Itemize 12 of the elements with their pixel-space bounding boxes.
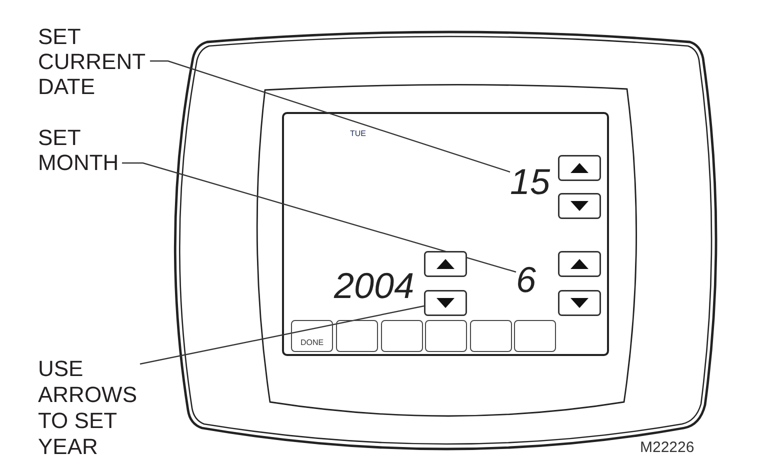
figure-number: M22226 [640,440,694,456]
lcd-digits: 15 [510,164,550,200]
soft-key: DONE [291,320,333,352]
leader-line [122,162,516,273]
callout-text: SET CURRENT DATE [38,24,150,98]
lcd-digits: 6 [516,262,536,298]
leader-line [150,60,510,173]
callout-text: SET MONTH [38,124,122,174]
day-label: TUE [350,129,366,139]
lcd-digits: 2004 [334,268,414,304]
leader-line [140,305,424,365]
callout-text: USE ARROWS TO SET YEAR [38,356,140,460]
